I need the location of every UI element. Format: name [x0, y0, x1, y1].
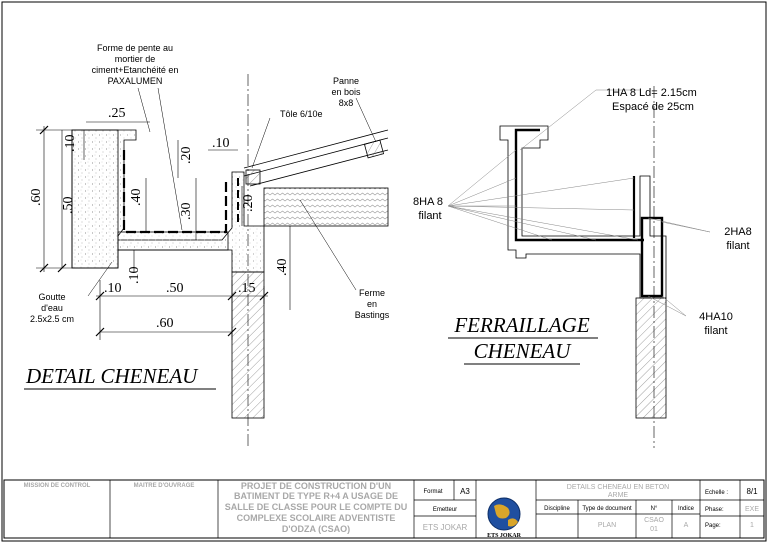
- tb-projet-1: PROJET DE CONSTRUCTION D'UN: [241, 481, 391, 491]
- dim-10-top: .10: [63, 135, 78, 153]
- dim-10-right: .10: [212, 136, 230, 151]
- tb-emetteur-value: ETS JOKAR: [423, 523, 468, 532]
- label-panne-3: 8x8: [339, 98, 354, 108]
- detail-cheneau-drawing: [36, 74, 389, 448]
- dim-20a: .20: [179, 147, 194, 165]
- dim-50-v: .50: [61, 197, 76, 215]
- label-ferr-right-1: 2HA8: [724, 226, 752, 238]
- dim-20b: .20: [241, 195, 256, 213]
- tb-sheet-title-1: DETAILS CHENEAU EN BETON: [567, 484, 669, 491]
- label-ferme-3: Bastings: [355, 310, 390, 320]
- label-goutte-3: 2.5x2.5 cm: [30, 314, 74, 324]
- tb-format-value: A3: [460, 487, 470, 496]
- tb-page-value: 1: [750, 522, 754, 529]
- label-forme-pente-4: PAXALUMEN: [108, 76, 163, 86]
- tb-indice-label: Indice: [678, 506, 695, 512]
- tb-maitre: MAITRE D'OUVRAGE: [134, 483, 195, 489]
- roof-line-3: [249, 149, 389, 187]
- title-block: [3, 479, 765, 539]
- tb-num-value-1: CSAO: [644, 517, 664, 524]
- label-ferr-left-2: filant: [418, 210, 441, 222]
- tb-num-value-2: 01: [650, 526, 658, 533]
- ferraillage-title-2: CHENEAU: [474, 339, 573, 363]
- gutter-left-wall: [71, 129, 119, 269]
- tb-echelle-label: Echelle :: [705, 490, 728, 496]
- tb-sheet-title-2: ARME: [608, 492, 629, 499]
- dim-10-h: .10: [104, 281, 122, 296]
- label-ferr-right-2: filant: [726, 240, 749, 252]
- panne-block: [363, 139, 385, 159]
- tb-mission: MISSION DE CONTROL: [24, 483, 91, 489]
- tb-echelle-value: 8/1: [746, 487, 758, 496]
- tb-page-label: Page:: [705, 523, 721, 529]
- label-ferme-2: en: [367, 299, 377, 309]
- tb-projet-2: BATIMENT DE TYPE R+4 A USAGE DE: [234, 491, 398, 501]
- tb-indice-value: A: [684, 522, 689, 529]
- gutter-slab: [117, 231, 229, 251]
- label-forme-pente-3: ciment+Etanchéité en: [92, 65, 179, 75]
- label-panne-2: en bois: [331, 87, 361, 97]
- label-ferme-1: Ferme: [359, 288, 385, 298]
- tb-doctype-value: PLAN: [598, 522, 616, 529]
- roof-line-2: [243, 137, 389, 177]
- tole-block: [245, 169, 261, 185]
- label-ferr-left-1: 8HA 8: [413, 196, 443, 208]
- dim-60-v: .60: [29, 189, 44, 207]
- dim-50-h: .50: [166, 281, 184, 296]
- dim-30-v: .30: [179, 203, 194, 221]
- label-goutte-2: d'eau: [41, 303, 63, 313]
- label-ferr-bottom-1: 4HA10: [699, 311, 733, 323]
- ferme-beam: [263, 187, 389, 227]
- ferraillage-drawing: [447, 86, 711, 448]
- rebar-outline: [122, 150, 228, 234]
- dim-60-h: .60: [156, 316, 174, 331]
- label-tole: Tôle 6/10e: [280, 109, 323, 119]
- ferraillage-title-1: FERRAILLAGE: [453, 313, 589, 337]
- detail-title: DETAIL CHENEAU: [25, 364, 199, 388]
- tb-projet-4: COMPLEXE SCOLAIRE ADVENTISTE: [237, 513, 396, 523]
- dim-10-low-v: .10: [127, 267, 142, 285]
- dim-25: .25: [108, 106, 126, 121]
- tb-discipline-label: Discipline: [544, 506, 570, 512]
- label-ferr-top-1: 1HA 8 Ld= 2.15cm: [606, 87, 697, 99]
- label-goutte-1: Goutte: [38, 292, 65, 302]
- tb-phase-label: Phase:: [705, 507, 724, 513]
- tb-logo-text: ETS JOKAR: [487, 533, 522, 539]
- label-ferr-top-2: Espacé de 25cm: [612, 101, 694, 113]
- dim-15-h: .15: [238, 281, 256, 296]
- tb-emetteur-label: Emetteur: [433, 507, 457, 513]
- tb-projet-5: D'ODZA (CSAO): [282, 524, 350, 534]
- tb-phase-value: EXE: [745, 506, 759, 513]
- label-panne-1: Panne: [333, 76, 359, 86]
- tb-projet-3: SALLE DE CLASSE POUR LE COMPTE DU: [225, 502, 408, 512]
- label-forme-pente-2: mortier de: [115, 54, 156, 64]
- roof-line-1: [243, 129, 389, 169]
- label-ferr-bottom-2: filant: [704, 325, 727, 337]
- tb-num-label: N°: [651, 506, 658, 512]
- tb-format-label: Format: [423, 489, 442, 495]
- label-forme-pente-1: Forme de pente au: [97, 43, 173, 53]
- dim-40b-v: .40: [275, 259, 290, 277]
- tb-doctype-label: Type de document: [582, 506, 632, 512]
- dim-40-v: .40: [129, 189, 144, 207]
